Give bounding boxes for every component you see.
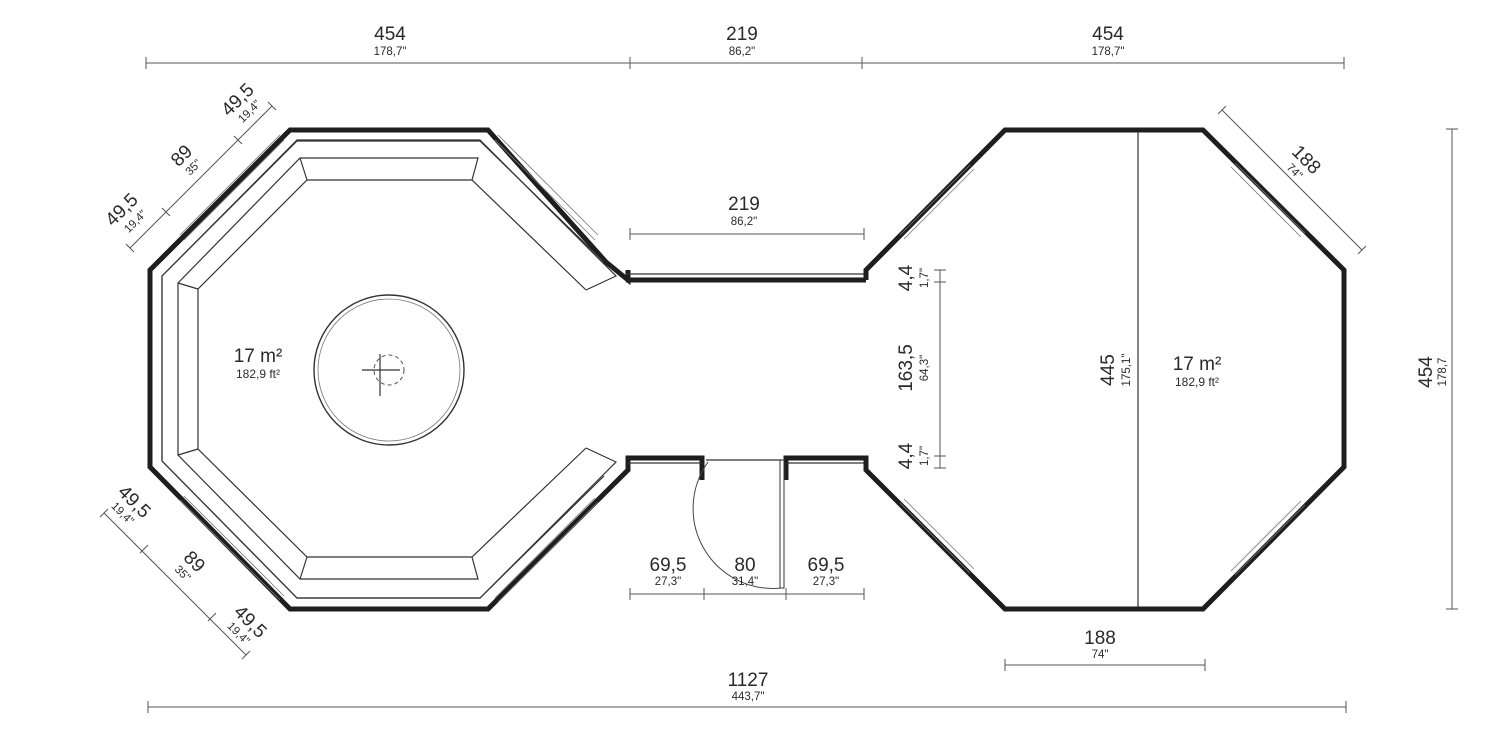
dim-top-right-value: 454 <box>1092 24 1124 45</box>
dim-right-span-value: 445 <box>1098 354 1119 386</box>
dim-opening-value: 163,5 <box>896 344 917 392</box>
dim-top-left-inch: 178,7" <box>374 46 407 58</box>
dim-total-value: 1127 <box>728 670 769 691</box>
dim-top-mid-inch: 86,2" <box>729 46 755 58</box>
corridor-dimension-line <box>629 228 865 240</box>
bottom-total-dimension-line <box>147 701 1347 713</box>
right-octagon-room <box>863 127 1347 612</box>
corridor <box>625 273 869 480</box>
dim-wall-a-value: 4,4 <box>896 264 917 291</box>
dim-right-height-inch: 178,7 <box>1437 358 1449 387</box>
bottom-left-diag-dimension-line <box>99 508 251 660</box>
dim-door-value: 80 <box>734 555 755 576</box>
dim-corridor-value: 219 <box>728 194 760 215</box>
door-dimension-line <box>629 588 865 600</box>
left-octagon-room <box>147 127 631 612</box>
dim-total-inch: 443,7" <box>732 691 765 703</box>
dim-opening-inch: 64,3" <box>919 355 931 381</box>
dim-wall-a-inch: 1,7" <box>919 268 931 288</box>
left-room-area-ft: 182,9 ft² <box>236 367 280 381</box>
diag-right-dimension-line <box>1217 105 1367 255</box>
opening-dimension-line <box>934 269 946 469</box>
door-swing <box>692 459 785 589</box>
dim-top-mid-value: 219 <box>726 24 758 45</box>
top-dimension-line <box>145 57 1345 69</box>
dim-bottom-right-value: 188 <box>1084 628 1116 649</box>
right-height-dimension-line <box>1446 128 1458 610</box>
dim-right-height-value: 454 <box>1416 356 1437 388</box>
dim-bottom-right-inch: 74" <box>1092 649 1109 661</box>
bottom-right-dimension-line <box>1004 659 1206 671</box>
dim-door-left-inch: 27,3" <box>655 576 681 588</box>
dim-corridor-inch: 86,2" <box>731 216 757 228</box>
dim-wall-b-value: 4,4 <box>896 442 917 469</box>
dim-right-span-inch: 175,1" <box>1121 354 1133 387</box>
dim-top-left-value: 454 <box>374 24 406 45</box>
stove-circle <box>313 294 465 446</box>
top-left-diag-dimension-line <box>125 101 277 253</box>
dim-door-left-value: 69,5 <box>650 555 687 576</box>
left-room-area: 17 m² <box>234 346 283 367</box>
dim-door-inch: 31,4" <box>732 576 758 588</box>
dim-door-right-inch: 27,3" <box>813 576 839 588</box>
dim-top-right-inch: 178,7" <box>1092 46 1125 58</box>
dim-wall-b-inch: 1,7" <box>919 446 931 466</box>
dim-door-right-value: 69,5 <box>808 555 845 576</box>
right-room-area: 17 m² <box>1173 354 1222 375</box>
right-room-area-ft: 182,9 ft² <box>1175 375 1219 389</box>
